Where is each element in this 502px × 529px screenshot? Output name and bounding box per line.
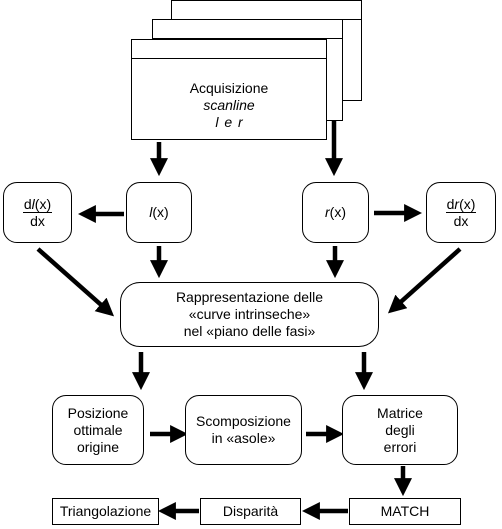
window-title-bar bbox=[153, 20, 342, 39]
left-signal-label: l(x) bbox=[149, 204, 169, 220]
error-matrix-node: Matrice degli errori bbox=[342, 395, 458, 465]
decomposition-line2: in «asole» bbox=[211, 430, 276, 446]
acquisition-window: Acquisizione scanline l e r bbox=[131, 39, 327, 140]
decomposition-node: Scomposizione in «asole» bbox=[185, 395, 302, 465]
right-derivative-numerator: dr(x) bbox=[445, 196, 477, 213]
representation-node: Rappresentazione delle «curve intrinsech… bbox=[120, 282, 379, 347]
right-derivative-denominator: dx bbox=[453, 213, 469, 229]
left-derivative-node: dl(x) dx bbox=[3, 182, 72, 243]
representation-line1: Rappresentazione delle bbox=[175, 289, 324, 305]
right-derivative-fraction: dr(x) dx bbox=[445, 196, 477, 229]
triangulation-label: Triangolazione bbox=[59, 503, 152, 519]
decomposition-line1: Scomposizione bbox=[196, 413, 291, 429]
left-signal-node: l(x) bbox=[126, 182, 192, 243]
acquisition-subtitle: scanline bbox=[203, 97, 255, 113]
acquisition-channels: l e r bbox=[215, 114, 243, 130]
error-matrix-line3: errori bbox=[383, 438, 417, 455]
right-signal-node: r(x) bbox=[302, 182, 369, 243]
origin-line3: origine bbox=[76, 438, 120, 455]
left-derivative-denominator: dx bbox=[30, 213, 45, 229]
arrow-dl-to-rep bbox=[36, 247, 115, 317]
error-matrix-line1: Matrice bbox=[377, 404, 423, 421]
window-title-bar bbox=[172, 1, 361, 20]
arrow-dr-to-rep bbox=[387, 247, 462, 314]
origin-line2: ottimale bbox=[73, 421, 123, 438]
representation-line2: «curve intrinseche» bbox=[188, 306, 311, 322]
left-derivative-fraction: dl(x) dx bbox=[22, 196, 53, 229]
triangulation-node: Triangolazione bbox=[52, 498, 159, 525]
acquisition-title: Acquisizione bbox=[189, 80, 269, 96]
match-node: MATCH bbox=[349, 498, 461, 525]
left-derivative-numerator: dl(x) bbox=[22, 196, 53, 213]
right-signal-label: r(x) bbox=[325, 204, 346, 220]
right-derivative-node: dr(x) dx bbox=[426, 182, 496, 243]
origin-line1: Posizione bbox=[67, 404, 129, 421]
acquisition-text: Acquisizione scanline l e r bbox=[132, 80, 326, 131]
window-title-bar bbox=[132, 40, 326, 59]
representation-line3: nel «piano delle fasi» bbox=[183, 323, 316, 339]
origin-node: Posizione ottimale origine bbox=[52, 395, 144, 465]
disparity-label: Disparità bbox=[222, 503, 279, 519]
match-label: MATCH bbox=[380, 503, 430, 519]
error-matrix-line2: degli bbox=[385, 421, 415, 438]
disparity-node: Disparità bbox=[200, 498, 301, 525]
